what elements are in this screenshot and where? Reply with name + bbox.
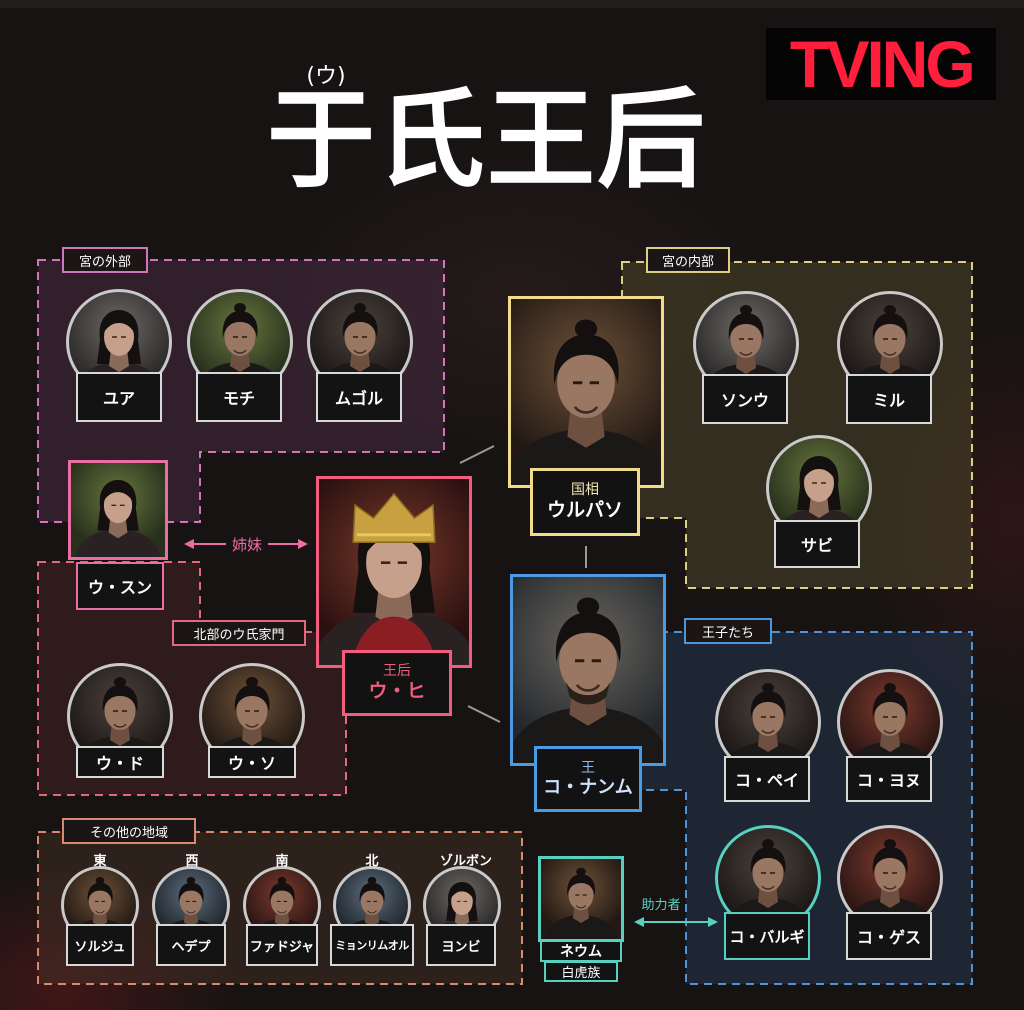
title-ruby: (ウ) <box>306 64 346 89</box>
name-label-mochi: モチ <box>196 372 282 422</box>
helper-relation-label: 助力者 <box>641 898 681 913</box>
name-label-ko-pei: コ・ペイ <box>724 756 810 802</box>
group-label-other-regions: その他の地域 <box>62 818 196 844</box>
portrait-silhouette <box>511 317 661 485</box>
name-label-hedepu: ヘデプ <box>156 924 226 966</box>
name-label-u-do: ウ・ド <box>76 746 164 778</box>
tving-logo: TVING <box>766 28 996 100</box>
helper-arrowhead-left <box>634 917 644 927</box>
portrait-king-ko-nammu <box>510 574 666 766</box>
king-name: コ・ナンム <box>543 776 633 798</box>
tribe-label-white-tiger: 白虎族 <box>544 961 618 982</box>
name-label-u-so: ウ・ソ <box>208 746 296 778</box>
name-label-sabi: サビ <box>774 520 860 568</box>
name-label-myonrimuoru: ミョンリムオル <box>330 924 414 966</box>
portrait-silhouette <box>513 595 663 763</box>
name-label-soljyu: ソルジュ <box>66 924 134 966</box>
queen-label: 王后 ウ・ヒ <box>342 650 452 716</box>
connector-outer-to-minister <box>459 445 495 464</box>
minister-name: ウルパソ <box>546 499 623 521</box>
region-label-south: 南 <box>275 854 289 869</box>
name-label-neum: ネウム <box>540 940 622 962</box>
name-label-mugol: ムゴル <box>316 372 402 422</box>
name-label-mil: ミル <box>846 374 932 424</box>
portrait-queen-u-hui <box>316 476 472 668</box>
region-label-east: 東 <box>93 854 107 869</box>
group-label-north-clan: 北部のウ氏家門 <box>172 620 306 646</box>
portrait-u-sun <box>68 460 168 560</box>
portrait-silhouette <box>543 867 619 939</box>
group-label-princes: 王子たち <box>684 618 772 644</box>
sisters-arrowhead-left <box>184 539 194 549</box>
region-label-north: 北 <box>365 854 379 869</box>
minister-label: 国相 ウルパソ <box>530 468 640 536</box>
name-label-sonu: ソンウ <box>702 374 788 424</box>
tving-logo-text: TVING <box>789 27 976 101</box>
name-label-ko-gesu: コ・ゲス <box>846 912 932 960</box>
connector-queen-to-king <box>467 705 501 723</box>
portrait-silhouette <box>319 492 469 665</box>
portrait-minister-ulpaso <box>508 296 664 488</box>
sisters-arrowhead-right <box>298 539 308 549</box>
name-label-ko-yonu: コ・ヨヌ <box>846 756 932 802</box>
minister-role: 国相 <box>571 482 599 499</box>
name-label-u-sun: ウ・スン <box>76 562 164 610</box>
name-label-fadoja: ファドジャ <box>246 924 318 966</box>
portrait-neum <box>538 856 624 942</box>
king-role: 王 <box>581 759 595 776</box>
portrait-silhouette <box>74 479 162 557</box>
queen-name: ウ・ヒ <box>368 680 426 702</box>
queen-role: 王后 <box>383 663 411 680</box>
group-label-inner-palace: 宮の内部 <box>646 247 730 273</box>
king-label: 王 コ・ナンム <box>534 746 642 812</box>
region-label-jolbon: ゾルボン <box>439 854 492 869</box>
group-label-outer-palace: 宮の外部 <box>62 247 148 273</box>
region-label-west: 西 <box>185 854 199 869</box>
helper-arrowhead-right <box>708 917 718 927</box>
name-label-yua: ユア <box>76 372 162 422</box>
name-label-ko-balgi: コ・バルギ <box>724 912 810 960</box>
name-label-yonbi: ヨンビ <box>426 924 496 966</box>
sisters-relation-label: 姉妹 <box>231 536 262 554</box>
page-title: 于氏王后 <box>266 77 707 203</box>
